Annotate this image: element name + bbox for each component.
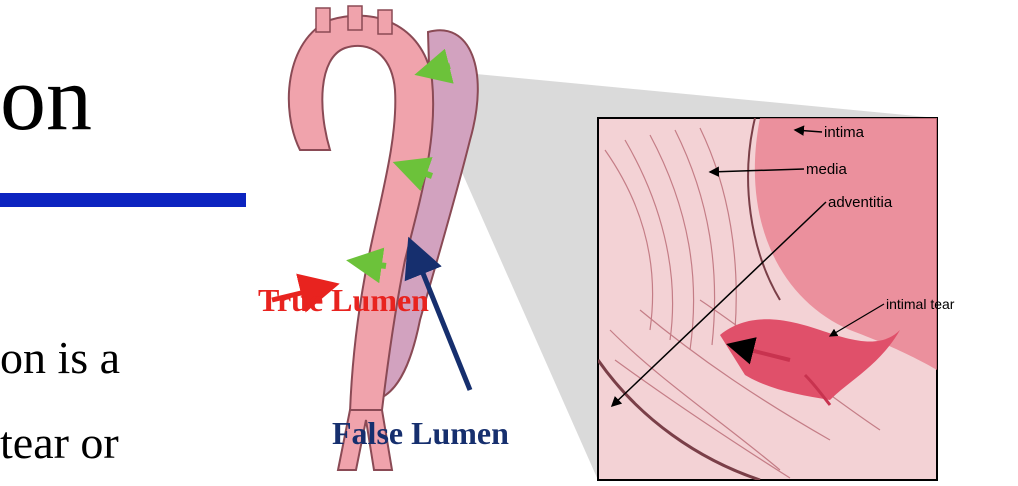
arch-branch — [378, 10, 392, 34]
false-lumen-label: False Lumen — [332, 417, 509, 449]
label-media: media — [806, 161, 848, 178]
true-lumen-label: True Lumen — [258, 284, 429, 316]
label-intimal-tear: intimal tear — [886, 296, 955, 312]
label-intima: intima — [824, 124, 865, 141]
flow-arrow — [358, 262, 386, 266]
arch-branch — [316, 8, 330, 32]
label-adventitia: adventitia — [828, 194, 893, 211]
arch-branch — [348, 6, 362, 30]
wall-layers-inset: intima media adventitia intimal tear — [598, 118, 955, 480]
